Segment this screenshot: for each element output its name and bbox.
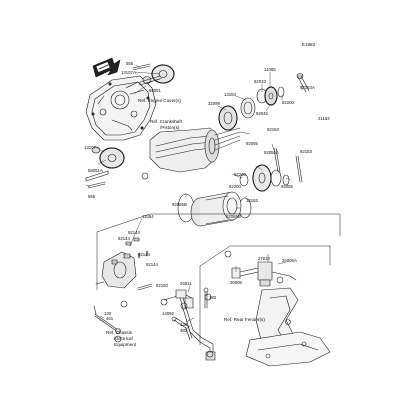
part-label-13184: 13184 (224, 92, 236, 97)
engine-cover-part (85, 75, 157, 141)
pin-upper (132, 63, 151, 71)
part-label-13183: 13183 (246, 198, 258, 203)
ref-rear-fender: Ref. Rear Fender(s) (224, 317, 265, 322)
rear-fender (245, 287, 331, 367)
part-label-92055a: 92055A (264, 150, 279, 155)
ref-chassis-equipment: Equipment (114, 342, 136, 347)
part-label-555-lower: 555 (88, 194, 96, 199)
chassis-clip (93, 305, 121, 334)
idle-gear-upper (139, 64, 175, 86)
sprocket-part (218, 105, 238, 131)
part-label-92153b: 92153 (267, 127, 279, 132)
brush-holder (95, 237, 140, 289)
part-label-92055b-right: 92055B (226, 214, 241, 219)
part-label-180: 180 (209, 295, 217, 300)
idle-gear-lower (85, 146, 125, 182)
part-label-92055b: 92055 (281, 184, 293, 189)
reference-markers (114, 172, 284, 358)
ref-engine-cover: Ref. Engine Cover(s) (138, 98, 181, 103)
leader-lines (85, 64, 303, 331)
part-label-59051a: 59051A (88, 168, 103, 173)
starter-gear (264, 86, 278, 106)
part-label-92153a: 92153A (300, 85, 315, 90)
ref-chassis: Ref. Chassis (106, 330, 133, 335)
part-label-92144c: 92144 (138, 252, 150, 257)
part-label-92033: 92033 (254, 79, 266, 84)
ref-crankshaft-piston: /Piston(s) (160, 125, 180, 130)
diagram-code: E1863 (302, 42, 316, 47)
part-label-11054: 11054 (142, 214, 154, 219)
washer (277, 86, 285, 98)
bolt-92150 (137, 283, 153, 291)
front-arrow-icon (92, 57, 121, 78)
part-label-461-upper: 461 (106, 316, 114, 321)
pin-lower (87, 181, 106, 189)
part-label-13107: 13107 (84, 145, 96, 150)
part-label-26006a: 26006A (282, 258, 297, 263)
starter-clutch-assembly (149, 127, 241, 173)
part-label-11065: 11065 (264, 67, 276, 72)
part-label-92144a: 92144 (128, 230, 140, 235)
part-label-92065: 92065 (246, 141, 258, 146)
part-label-92144b: 92144 (118, 236, 130, 241)
ref-chassis-electrical: Electrical (114, 336, 133, 341)
part-label-130-lower: 130 (180, 322, 188, 327)
part-label-92055b-left: 92055B (172, 202, 187, 207)
part-label-555-upper: 555 (126, 61, 134, 66)
part-label-92200a: 92200 (282, 100, 294, 105)
part-label-461-lower: 461 (180, 328, 188, 333)
starter-relay (231, 261, 297, 287)
starter-motor-yoke (190, 191, 242, 227)
part-label-21163: 21163 (318, 116, 330, 121)
bolt-92153a (296, 73, 310, 93)
brush-springs (137, 250, 149, 259)
part-label-26011: 26011 (180, 281, 192, 286)
ground-cable (171, 316, 193, 341)
bearing-ring (240, 97, 256, 119)
part-label-27010: 27010 (258, 256, 270, 261)
part-label-32099: 32099 (208, 101, 220, 106)
part-label-59051: 59051 (149, 88, 161, 93)
starter-end-cover (239, 147, 303, 192)
part-label-130-upper: 130 (104, 311, 112, 316)
rear-fender-frame (199, 245, 331, 346)
part-label-92046: 92046 (256, 111, 268, 116)
part-label-92200b: 92200 (234, 172, 246, 177)
part-label-92150: 92150 (156, 283, 168, 288)
part-label-92200c: 92200 (229, 184, 241, 189)
part-label-92153c: 92153 (300, 149, 312, 154)
part-label-14092: 14092 (162, 311, 174, 316)
part-label-92144d: 92144 (146, 262, 158, 267)
relay-harness (163, 287, 216, 361)
assembly-frame (96, 213, 341, 291)
ref-crankshaft: Ref. Crankshaft (150, 119, 182, 124)
part-label-13107a: 13107A (121, 70, 136, 75)
part-label-26006: 26006 (230, 280, 242, 285)
